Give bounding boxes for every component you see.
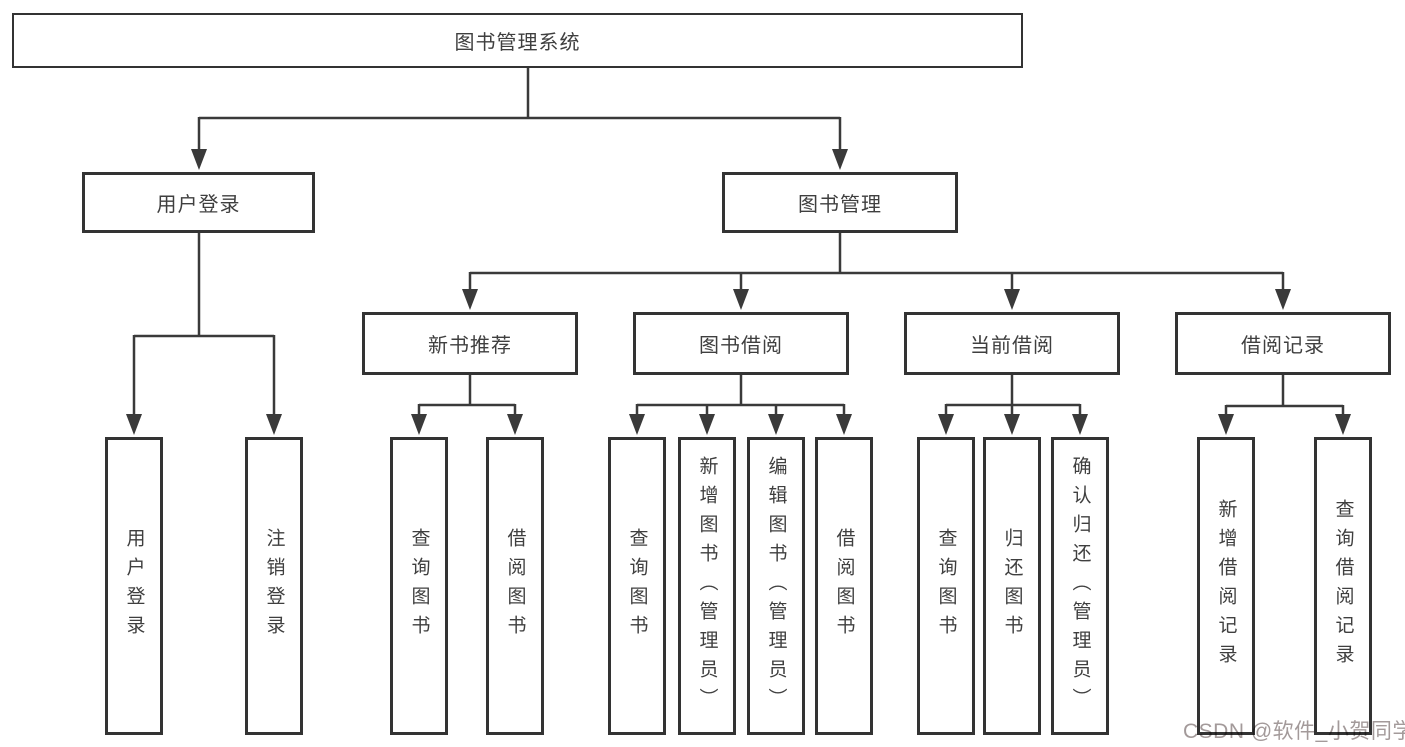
node-book-management-label: 图书管理 <box>798 194 882 216</box>
leaf-add-books-admin-label: 新增图书（管理员） <box>696 455 718 717</box>
leaf-query-books-borrow-label: 查询图书 <box>626 528 648 644</box>
leaf-query-books-current: 查询图书 <box>917 437 975 735</box>
leaf-borrow-books-recommend: 借阅图书 <box>486 437 544 735</box>
watermark-text: CSDN @软件_小贺同学 <box>1183 720 1405 743</box>
node-root: 图书管理系统 <box>12 13 1023 68</box>
leaf-confirm-return-admin-label: 确认归还（管理员） <box>1069 455 1091 717</box>
node-book-borrowing-label: 图书借阅 <box>699 335 783 357</box>
leaf-return-books: 归还图书 <box>983 437 1041 735</box>
leaf-borrow-books: 借阅图书 <box>815 437 873 735</box>
node-user-login-label: 用户登录 <box>156 194 241 216</box>
node-new-book-recommendation-label: 新书推荐 <box>428 335 512 357</box>
node-borrowing-records: 借阅记录 <box>1175 312 1391 375</box>
leaf-user-login: 用户登录 <box>105 437 163 735</box>
leaf-user-login-label: 用户登录 <box>123 528 145 644</box>
node-user-login: 用户登录 <box>82 172 315 233</box>
leaf-query-books-recommend: 查询图书 <box>390 437 448 735</box>
arrowheads <box>126 149 1351 435</box>
leaf-query-borrow-record: 查询借阅记录 <box>1314 437 1372 735</box>
leaf-borrow-books-label: 借阅图书 <box>833 528 855 644</box>
leaf-add-borrow-record: 新增借阅记录 <box>1197 437 1255 735</box>
node-book-borrowing: 图书借阅 <box>633 312 849 375</box>
node-new-book-recommendation: 新书推荐 <box>362 312 578 375</box>
leaf-edit-books-admin-label: 编辑图书（管理员） <box>765 455 787 717</box>
leaf-edit-books-admin: 编辑图书（管理员） <box>747 437 805 735</box>
node-book-management: 图书管理 <box>722 172 958 233</box>
leaf-return-books-label: 归还图书 <box>1001 528 1023 644</box>
leaf-confirm-return-admin: 确认归还（管理员） <box>1051 437 1109 735</box>
node-root-label: 图书管理系统 <box>454 32 581 54</box>
connector-path <box>132 68 1345 416</box>
node-current-borrowing-label: 当前借阅 <box>970 335 1054 357</box>
node-current-borrowing: 当前借阅 <box>904 312 1120 375</box>
leaf-borrow-books-recommend-label: 借阅图书 <box>504 528 526 644</box>
leaf-query-books-recommend-label: 查询图书 <box>408 528 430 644</box>
leaf-add-borrow-record-label: 新增借阅记录 <box>1215 499 1237 673</box>
leaf-query-borrow-record-label: 查询借阅记录 <box>1332 499 1354 673</box>
leaf-logout-label: 注销登录 <box>263 528 285 644</box>
leaf-query-books-borrow: 查询图书 <box>608 437 666 735</box>
leaf-query-books-current-label: 查询图书 <box>935 528 957 644</box>
leaf-add-books-admin: 新增图书（管理员） <box>678 437 736 735</box>
node-borrowing-records-label: 借阅记录 <box>1241 335 1325 357</box>
leaf-logout: 注销登录 <box>245 437 303 735</box>
